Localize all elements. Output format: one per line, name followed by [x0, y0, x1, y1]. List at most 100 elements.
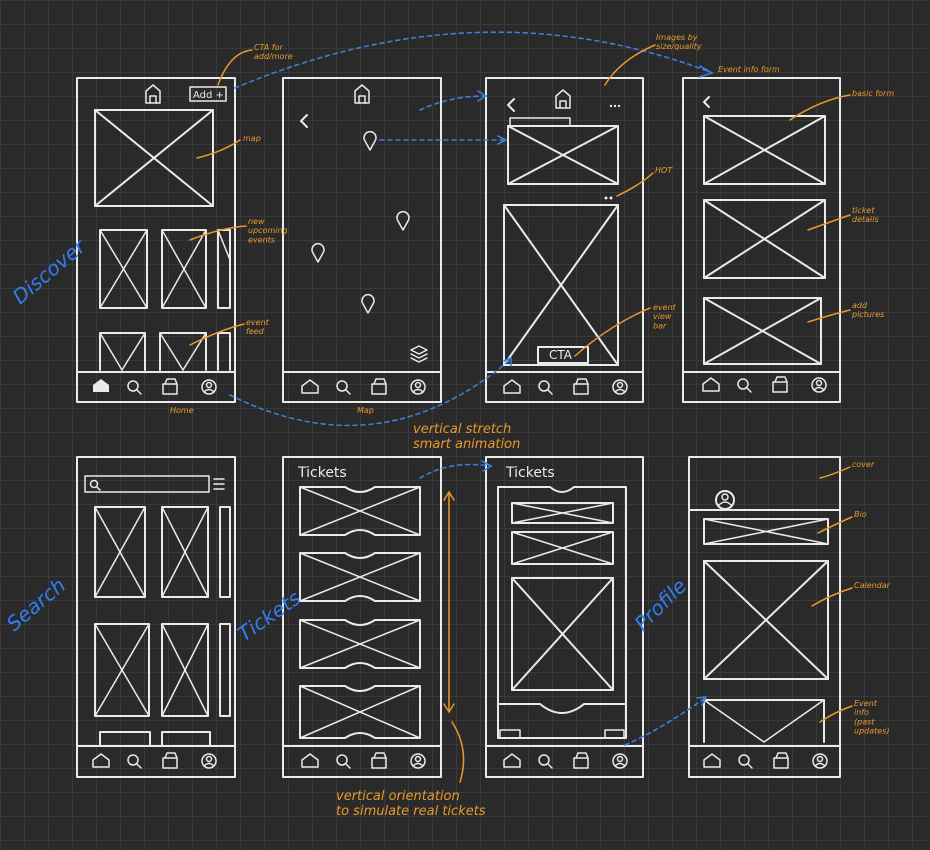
section-label-discover: Discover	[8, 233, 91, 308]
event-detail-placeholder	[503, 204, 619, 366]
calendar-placeholder	[703, 560, 829, 680]
ticket-tear-line	[497, 703, 627, 714]
add-button[interactable]: Add +	[189, 86, 227, 102]
map-pin-icon[interactable]	[311, 242, 325, 263]
screen-map: Map	[282, 77, 442, 415]
caption-home: Home	[170, 406, 194, 415]
ticket-card[interactable]	[299, 486, 421, 536]
map-placeholder	[94, 109, 214, 207]
event-title-bar	[509, 117, 571, 127]
section-label-search: Search	[2, 573, 70, 636]
upcoming-event-cards	[99, 229, 231, 309]
screen-event-view: CTA	[485, 77, 644, 403]
annotation-event-info: Event info form	[718, 65, 780, 74]
bottom-nav-map[interactable]	[301, 378, 426, 395]
flow-arrow	[234, 31, 711, 89]
filter-icon[interactable]	[213, 478, 225, 490]
screen-home: Add + Home	[76, 77, 236, 415]
app-logo-icon	[145, 84, 161, 104]
more-icon[interactable]	[609, 104, 621, 108]
layers-icon[interactable]	[410, 345, 428, 363]
screen-profile	[688, 456, 841, 778]
annotation-calendar: Calendar	[854, 581, 891, 590]
flow-arrow	[419, 463, 491, 479]
add-pictures-placeholder	[703, 297, 822, 365]
screen-event-form	[682, 77, 841, 403]
cta-button[interactable]: CTA	[537, 346, 589, 364]
back-icon[interactable]	[703, 96, 710, 108]
bottom-nav-profile[interactable]	[703, 752, 828, 769]
annotation-hot: HOT	[655, 166, 673, 175]
hot-indicator	[604, 196, 613, 200]
map-pin-icon[interactable]	[396, 210, 410, 231]
flow-arrow	[229, 359, 511, 427]
home-icon[interactable]	[93, 379, 109, 392]
search-input[interactable]	[84, 475, 210, 493]
phone-frame	[282, 77, 442, 403]
bio-placeholder	[703, 518, 829, 545]
ticket-image-placeholder	[511, 577, 614, 691]
annotation-bio: Bio	[854, 510, 867, 519]
profile-icon[interactable]	[201, 379, 217, 395]
section-label-tickets: Tickets	[233, 586, 305, 646]
event-info-placeholder	[703, 699, 825, 743]
back-icon[interactable]	[507, 98, 515, 112]
app-logo-icon	[354, 84, 370, 104]
screen-tickets-list: Tickets	[282, 456, 442, 778]
map-pin-icon[interactable]	[363, 130, 377, 151]
screen-ticket-detail: Tickets	[485, 456, 644, 778]
bottom-nav-home	[93, 378, 217, 395]
search-results-grid	[94, 506, 231, 746]
map-pin-icon[interactable]	[361, 293, 375, 314]
phone-frame	[76, 456, 236, 778]
bottom-nav-event[interactable]	[503, 378, 628, 395]
phone-frame	[682, 77, 841, 403]
phone-frame	[282, 456, 442, 778]
section-label-profile: Profile	[630, 574, 692, 636]
add-button-label: Add +	[193, 90, 224, 101]
ticket-details-placeholder	[703, 199, 826, 279]
caption-map: Map	[357, 406, 374, 415]
back-icon[interactable]	[300, 114, 308, 128]
annotation-basic-form: basic form	[852, 89, 894, 98]
avatar[interactable]	[715, 490, 735, 510]
ticket-card[interactable]	[299, 685, 421, 739]
bottom-nav-form[interactable]	[702, 376, 827, 393]
search-icon	[89, 479, 99, 489]
annotation-cover: cover	[852, 460, 875, 469]
bottom-nav-tickets[interactable]	[301, 752, 426, 769]
screen-title: Tickets	[505, 465, 555, 481]
screen-search	[76, 456, 236, 778]
flow-arrows	[229, 31, 714, 746]
app-logo-icon	[555, 89, 571, 109]
event-feed-cards	[99, 332, 231, 371]
annotation-map: map	[243, 134, 261, 143]
bottom-nav-ticket-detail[interactable]	[503, 752, 628, 769]
basic-form-placeholder	[703, 115, 826, 185]
ticket-card[interactable]	[299, 552, 421, 602]
flow-arrow	[624, 697, 706, 746]
ticket-card[interactable]	[299, 619, 421, 669]
ticket-icon[interactable]	[162, 383, 178, 395]
search-icon[interactable]	[127, 380, 139, 392]
screen-title: Tickets	[297, 465, 347, 481]
ticket-list	[299, 486, 421, 739]
bottom-nav-search[interactable]	[92, 752, 217, 769]
phone-frame	[485, 456, 644, 778]
phone-frame	[688, 456, 841, 778]
ticket-info-bars	[511, 502, 614, 565]
vertical-arrow	[443, 490, 455, 714]
event-image-placeholder	[507, 125, 619, 185]
expanded-ticket	[497, 486, 627, 739]
